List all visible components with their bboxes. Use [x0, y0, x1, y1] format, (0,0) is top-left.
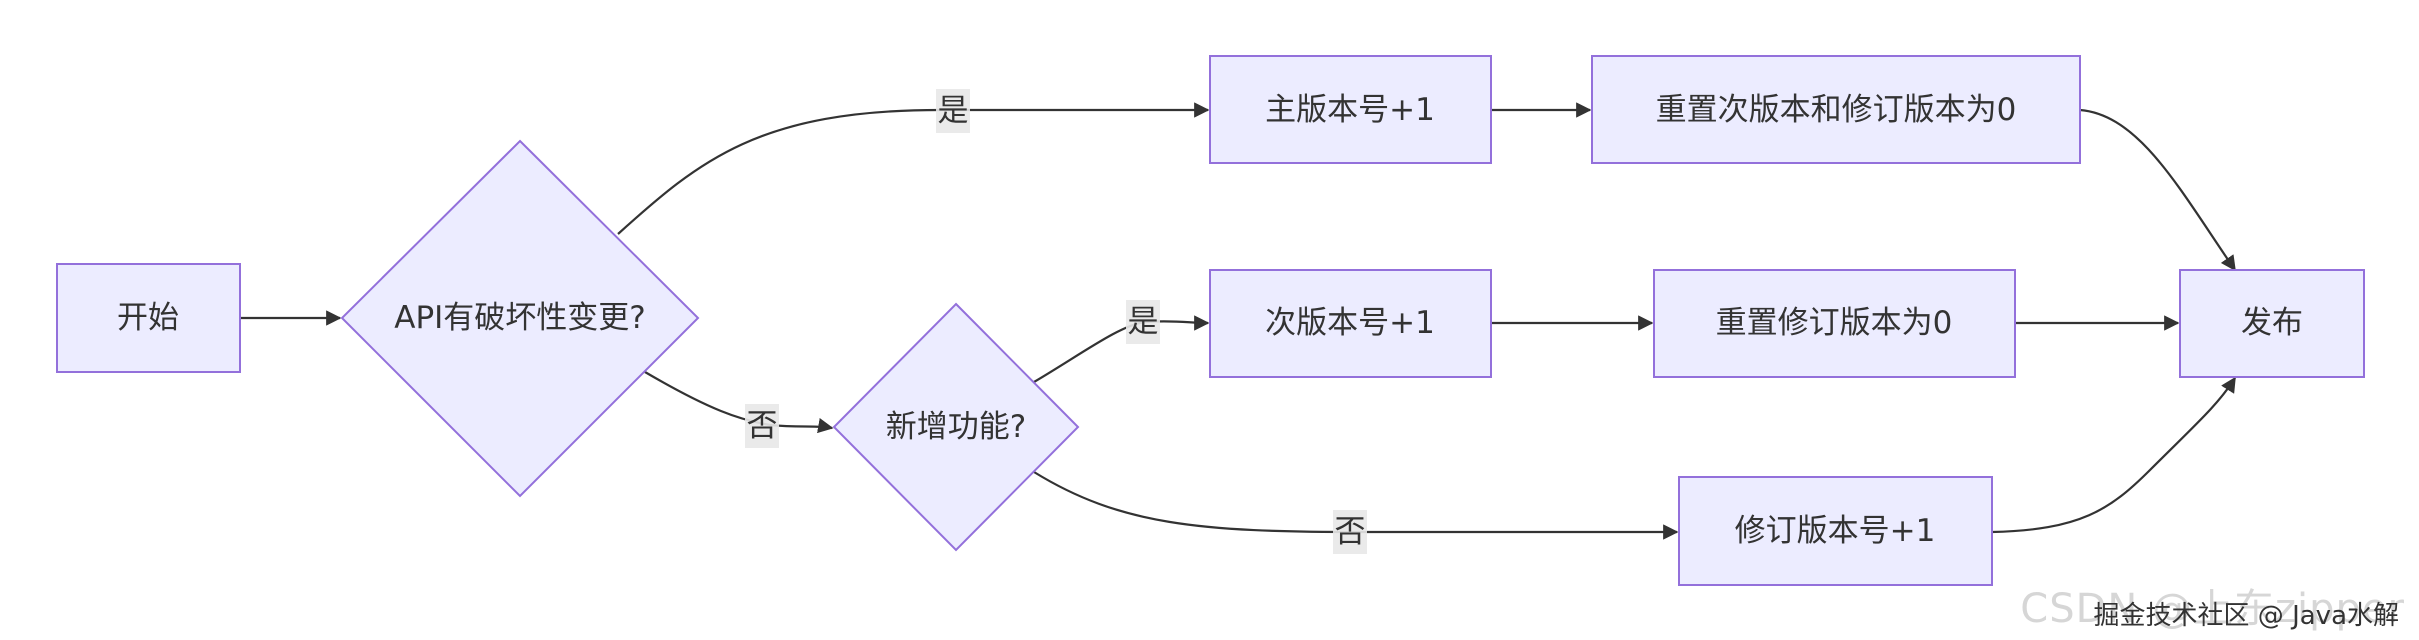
node-reset-minor-patch-label: 重置次版本和修订版本为0 [1656, 92, 2017, 128]
edge-label-feature-yes-text: 是 [1128, 304, 1159, 340]
edge-label-api-yes-text: 是 [938, 93, 969, 129]
node-new-feature-label: 新增功能? [886, 409, 1026, 445]
edge-feature-yes-to-minor [1033, 315, 1210, 383]
node-major-bump: 主版本号+1 [1209, 55, 1492, 164]
node-api-breaking: API有破坏性变更? [340, 139, 700, 498]
edge-reset-to-release [2079, 108, 2236, 272]
edge-label-feature-no: 否 [1333, 510, 1367, 554]
node-reset-patch-label: 重置修订版本为0 [1716, 305, 1953, 341]
node-new-feature: 新增功能? [832, 302, 1080, 552]
node-patch-bump: 修订版本号+1 [1678, 476, 1993, 586]
nodes: 开始 API有破坏性变更? 新增功能? 主版本号+1 重置次版本和修订版本为0 … [56, 55, 2365, 586]
node-reset-patch: 重置修订版本为0 [1653, 269, 2016, 378]
node-start-label: 开始 [117, 300, 179, 336]
edge-api-yes-to-major [617, 102, 1210, 235]
watermark-csdn: CSDN @上东zipper [2020, 586, 2405, 632]
node-api-breaking-label: API有破坏性变更? [394, 300, 646, 336]
edge-api-no-to-feature [644, 371, 834, 434]
node-major-bump-label: 主版本号+1 [1265, 92, 1435, 128]
node-minor-bump: 次版本号+1 [1209, 269, 1492, 378]
node-patch-bump-label: 修订版本号+1 [1735, 513, 1936, 549]
edge-label-api-yes: 是 [936, 89, 970, 133]
watermark-juejin: 掘金技术社区 @ Java水解 [2093, 601, 2399, 631]
edge-feature-no-to-patch [1033, 471, 1679, 540]
node-minor-bump-label: 次版本号+1 [1265, 305, 1435, 341]
edge-label-feature-no-text: 否 [1335, 514, 1366, 550]
edge-label-api-no-text: 否 [747, 408, 778, 444]
edge-label-feature-yes: 是 [1126, 300, 1160, 344]
edge-labels: 是 否 是 否 [745, 89, 1367, 554]
node-start: 开始 [56, 263, 241, 373]
node-release-label: 发布 [2241, 305, 2303, 341]
node-release: 发布 [2179, 269, 2365, 378]
edge-patch-to-release [1991, 376, 2236, 534]
node-reset-minor-patch: 重置次版本和修订版本为0 [1591, 55, 2081, 164]
edge-label-api-no: 否 [745, 404, 779, 448]
